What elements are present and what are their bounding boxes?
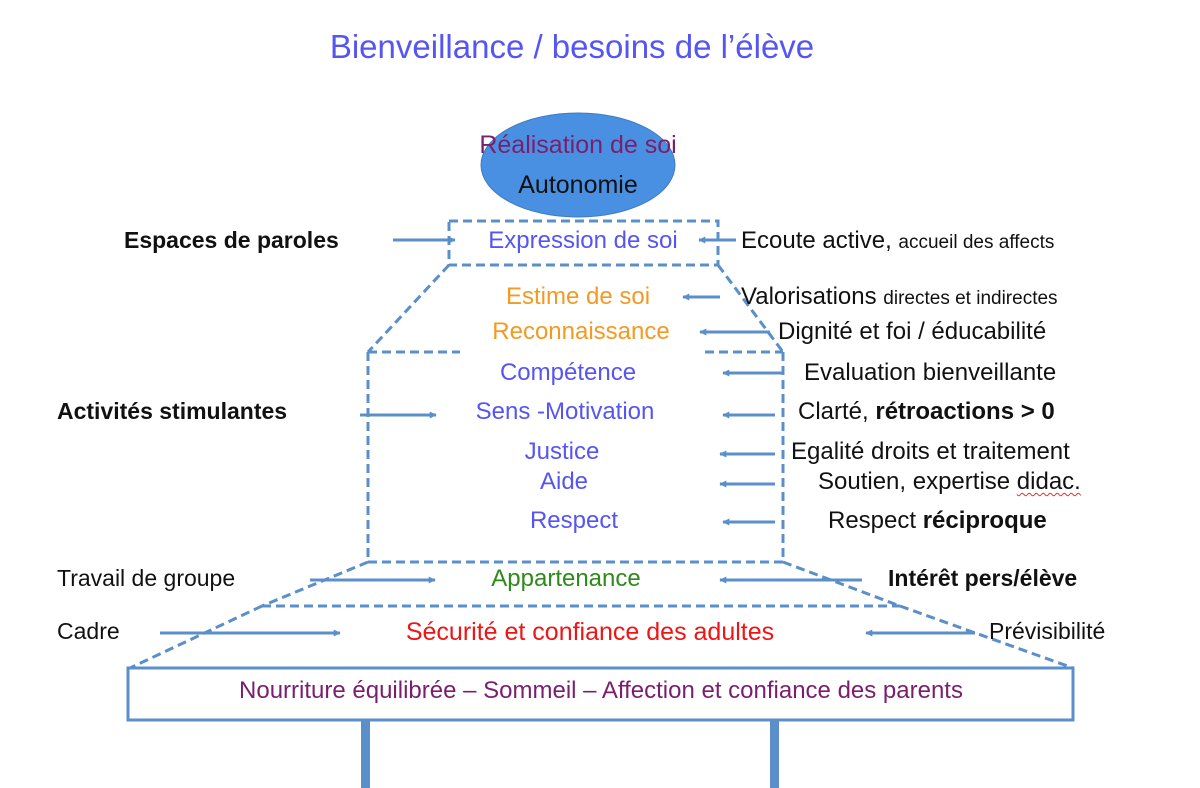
diagram-title: Bienveillance / besoins de l’élève — [329, 28, 815, 65]
pyramid-edge-top-right — [716, 264, 785, 353]
level-securite: Sécurité et confiance des adultes — [405, 618, 775, 646]
left-activites: Activités stimulantes — [57, 398, 288, 424]
level-competence: Compétence — [499, 359, 637, 386]
apex-ellipse — [480, 112, 676, 218]
right-ecoute-main: Ecoute active, — [741, 227, 892, 254]
left-cadre: Cadre — [57, 618, 120, 644]
apex-line1: Réalisation de soi — [479, 131, 677, 159]
apex-line2: Autonomie — [518, 171, 638, 199]
right-dignite: Dignité et foi / éducabilité — [778, 318, 1047, 345]
right-previsibilite: Prévisibilité — [989, 618, 1106, 644]
pyramid-edge-mid-right — [782, 560, 901, 608]
pyramid-edge-mid-left — [261, 560, 369, 608]
right-ecoute: Ecoute active, accueil des affects — [741, 229, 1054, 253]
level-estime: Estime de soi — [505, 283, 651, 310]
right-soutien: Soutien, expertise didac. — [818, 470, 1081, 494]
level-appartenance: Appartenance — [491, 565, 641, 592]
right-soutien-main: Soutien, expertise — [818, 468, 1011, 495]
right-valorisations: Valorisations directes et indirectes — [741, 285, 1058, 309]
level-aide: Aide — [539, 468, 589, 495]
level-justice: Justice — [524, 438, 600, 465]
right-respect-main: Respect — [828, 507, 917, 534]
pyramid-edge-bottom-left — [129, 604, 263, 670]
left-travail: Travail de groupe — [57, 565, 236, 591]
right-evaluation: Evaluation bienveillante — [804, 359, 1057, 386]
level-respect: Respect — [529, 507, 619, 534]
right-soutien-underlined: didac. — [1016, 468, 1081, 495]
level-expression: Expression de soi — [488, 227, 678, 254]
level-reconnaissance: Reconnaissance — [492, 318, 670, 345]
right-valorisations-main: Valorisations — [741, 283, 877, 310]
level-base: Nourriture équilibrée – Sommeil – Affect… — [239, 677, 963, 704]
right-clarte: Clarté, rétroactions > 0 — [798, 400, 1055, 424]
level-sens: Sens -Motivation — [475, 398, 655, 425]
right-respect-bold: réciproque — [922, 507, 1047, 534]
right-clarte-bold: rétroactions > 0 — [875, 398, 1055, 425]
pillar-right — [770, 721, 779, 788]
right-interet: Intérêt pers/élève — [888, 565, 1078, 591]
pillar-left — [361, 721, 370, 788]
right-ecoute-small: accueil des affects — [898, 232, 1055, 253]
right-respect: Respect réciproque — [828, 509, 1047, 533]
pyramid-edge-bottom-right — [899, 604, 1074, 670]
pyramid-edge-top-left — [366, 263, 451, 354]
left-espaces: Espaces de paroles — [124, 227, 339, 253]
right-clarte-main: Clarté, — [798, 398, 869, 425]
right-valorisations-small: directes et indirectes — [883, 288, 1058, 309]
right-egalite: Egalité droits et traitement — [791, 438, 1070, 465]
base-box — [126, 666, 1075, 722]
